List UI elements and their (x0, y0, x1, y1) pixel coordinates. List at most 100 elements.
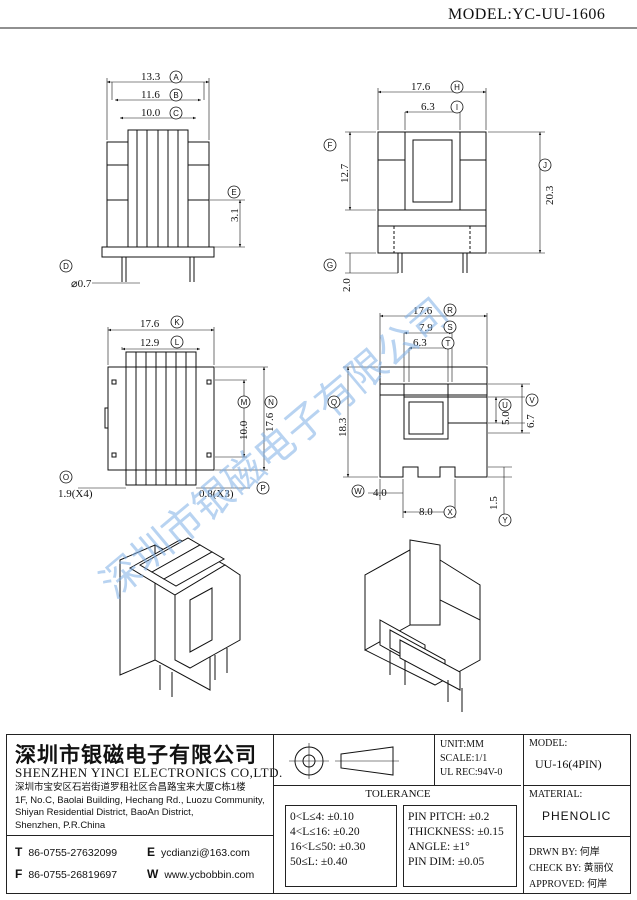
tolerance-right-3: ANGLE: ±1° (408, 841, 470, 853)
dim-bottom-U: 5.0 (500, 411, 512, 425)
dim-top-O: 1.9(X4) (58, 488, 93, 500)
top-view (78, 327, 268, 489)
callout-circle-k (170, 315, 184, 329)
callout-letter-x: X (447, 508, 453, 517)
email-letter: E (147, 845, 156, 859)
model-value: UU-16(4PIN) (535, 757, 602, 771)
iso-view-left (119, 537, 241, 697)
callout-circle-i (450, 100, 464, 114)
web-address: www.ycbobbin.com (164, 869, 255, 881)
tolerance-left-box: 0<L≤4: ±0.10 4<L≤16: ±0.20 16<L≤50: ±0.3… (285, 805, 397, 887)
callout-circle-o (59, 470, 73, 484)
fax-letter: F (15, 867, 23, 881)
callout-letter-r: R (447, 306, 453, 315)
dim-bottom-Y: 1.5 (488, 496, 500, 510)
callout-letter-w: W (354, 487, 362, 496)
tolerance-right-4: PIN DIM: ±0.05 (408, 856, 485, 868)
technical-drawing: 13.3 11.6 10.0 ⌀0.7 3.1 17.6 6.3 12. (0, 27, 637, 712)
callout-circle-r (443, 303, 457, 317)
dim-front-H: 17.6 (411, 81, 431, 93)
callout-circle-t (441, 336, 455, 350)
callout-letter-j: J (543, 161, 547, 170)
callout-circle-e (227, 185, 241, 199)
tolerance-left-2: 4<L≤16: ±0.20 (290, 826, 360, 838)
callout-letter-e: E (231, 188, 236, 197)
callout-circle-h (450, 80, 464, 94)
address-line-3: Shiyan Residential District, BaoAn Distr… (15, 807, 194, 818)
callout-circle-c (169, 106, 183, 120)
callout-circle-j (538, 158, 552, 172)
tolerance-left-3: 16<L≤50: ±0.30 (290, 841, 366, 853)
dim-side-B: 11.6 (141, 89, 160, 101)
address-line-1: 深圳市宝安区石岩街道罗租社区合昌路宝来大厦C栋1楼 (15, 782, 246, 793)
address-line-4: Shenzhen, P.R.China (15, 819, 106, 831)
callout-letter-t: T (446, 339, 451, 348)
model-label: MODEL: (529, 738, 568, 749)
tolerance-right-2: THICKNESS: ±0.15 (408, 826, 504, 838)
callout-circle-l (170, 335, 184, 349)
callout-letter-k: K (174, 318, 180, 327)
callout-circle-u (498, 398, 512, 412)
material-label: MATERIAL: (529, 789, 583, 800)
dim-front-F: 12.7 (339, 163, 351, 183)
callout-letter-c: C (173, 109, 179, 118)
unit: UNIT:MM (440, 739, 484, 750)
dim-bottom-R: 17.6 (413, 305, 433, 317)
callout-letter-h: H (454, 83, 460, 92)
side-view (92, 78, 245, 284)
bottom-view (343, 313, 530, 520)
company-name-cn: 深圳市银磁电子有限公司 (15, 742, 257, 767)
callout-letter-s: S (447, 323, 452, 332)
callout-circle-s (443, 320, 457, 334)
callout-circle-f (323, 138, 337, 152)
callout-circle-x (443, 505, 457, 519)
dim-top-L: 12.9 (140, 337, 160, 349)
callout-letter-g: G (327, 261, 333, 270)
dim-side-E: 3.1 (229, 208, 241, 222)
dim-bottom-Q: 18.3 (337, 417, 349, 437)
scale: SCALE:1/1 (440, 753, 488, 764)
callout-circle-y (498, 513, 512, 527)
callout-letter-a: A (173, 73, 179, 82)
callout-circle-g (323, 258, 337, 272)
callout-letter-m: M (241, 398, 248, 407)
dim-top-K: 17.6 (140, 318, 160, 330)
material-value: PHENOLIC (542, 809, 612, 823)
tel: T 86-0755-27632099 (15, 845, 117, 859)
dim-bottom-T: 6.3 (413, 337, 427, 349)
tel-number: 86-0755-27632099 (28, 847, 118, 859)
callout-letter-f: F (328, 141, 333, 150)
callout-circle-p (256, 481, 270, 495)
title-block: 深圳市银磁电子有限公司 SHENZHEN YINCI ELECTRONICS C… (6, 734, 631, 894)
fax-number: 86-0755-26819697 (28, 869, 118, 881)
tolerance-left-1: 0<L≤4: ±0.10 (290, 811, 354, 823)
callout-letter-i: I (456, 103, 458, 112)
ul-rec: UL REC:94V-0 (440, 767, 503, 778)
front-view (345, 88, 545, 274)
drawn-by: DRWN BY: 何岸 (529, 847, 600, 858)
tel-letter: T (15, 845, 23, 859)
dim-top-N: 17.6 (264, 412, 276, 432)
iso-view-right (364, 539, 481, 712)
model-header: MODEL:YC-UU-1606 (448, 6, 606, 23)
callout-circle-m (237, 395, 251, 409)
fax: F 86-0755-26819697 (15, 867, 117, 881)
dim-side-A: 13.3 (141, 71, 161, 83)
projection-symbol (289, 743, 399, 779)
dim-front-G: 2.0 (341, 278, 353, 292)
tolerance-left-4: 50≤L: ±0.40 (290, 856, 348, 868)
dim-top-M: 10.0 (238, 420, 250, 440)
callout-circle-a (169, 70, 183, 84)
callout-letter-o: O (63, 473, 69, 482)
callout-circle-b (169, 88, 183, 102)
address-line-2: 1F, No.C, Baolai Building, Hechang Rd., … (15, 794, 265, 806)
tolerance-right-1: PIN PITCH: ±0.2 (408, 811, 490, 823)
tolerance-title: TOLERANCE (365, 788, 431, 800)
check-by: CHECK BY: 黄丽仪 (529, 863, 614, 874)
dim-bottom-W: 4.0 (373, 487, 387, 499)
approved-by: APPROVED: 何岸 (529, 879, 608, 890)
callout-letter-d: D (63, 262, 69, 271)
dim-bottom-V: 6.7 (525, 414, 537, 428)
